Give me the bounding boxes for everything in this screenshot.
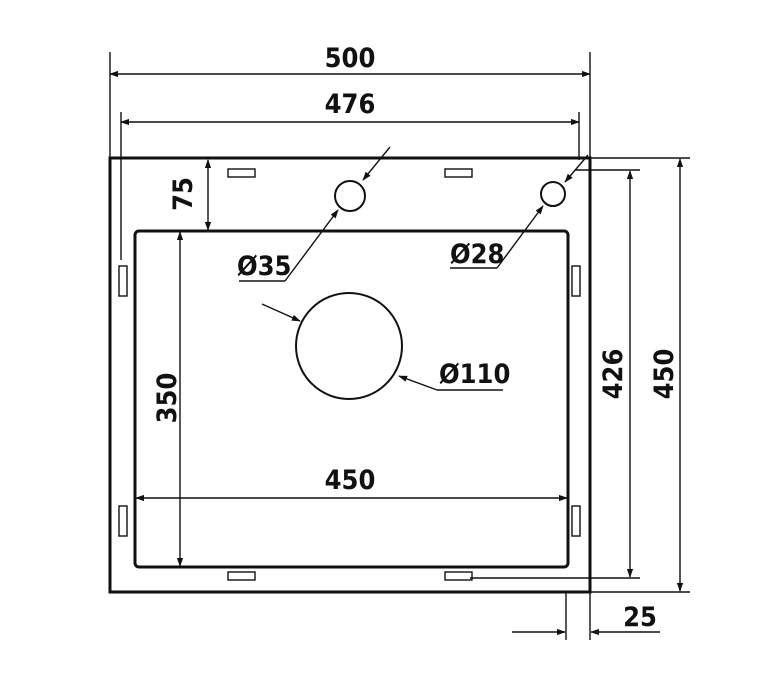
dimension-426: 426 <box>470 169 640 579</box>
dimension-450-horizontal-label: 450 <box>325 465 376 496</box>
dimension-75-label: 75 <box>168 177 199 211</box>
tap-hole-circle <box>334 180 366 212</box>
tap-hole-label: Ø35 <box>237 251 291 282</box>
overflow-hole-circle <box>540 181 566 207</box>
dimension-500: 500 <box>109 43 591 158</box>
overflow-hole-label: Ø28 <box>450 239 504 270</box>
drain-hole-label: Ø110 <box>439 359 510 390</box>
dimension-350-label: 350 <box>152 373 183 424</box>
dimension-25: 25 <box>512 592 660 640</box>
overflow-hole-leader: Ø28 <box>450 154 589 270</box>
dimension-75: 75 <box>168 159 212 231</box>
dimension-450-horizontal: 450 <box>135 465 568 502</box>
drain-hole-circle <box>295 292 403 400</box>
drain-hole-leader: Ø110 <box>261 303 510 391</box>
mounting-clips <box>118 168 581 581</box>
dimension-25-label: 25 <box>623 602 657 633</box>
bowl-outline <box>133 229 570 569</box>
dimension-350: 350 <box>152 231 184 567</box>
dimension-450-vertical-label: 450 <box>649 349 680 400</box>
tap-hole-leader: Ø35 <box>237 146 391 282</box>
sink-outer-outline <box>108 156 592 594</box>
dimension-500-label: 500 <box>325 43 376 74</box>
dimension-450-vertical: 450 <box>590 157 690 593</box>
dimension-476: 476 <box>120 89 580 260</box>
dimension-476-label: 476 <box>325 89 376 120</box>
dimension-426-label: 426 <box>598 349 629 400</box>
